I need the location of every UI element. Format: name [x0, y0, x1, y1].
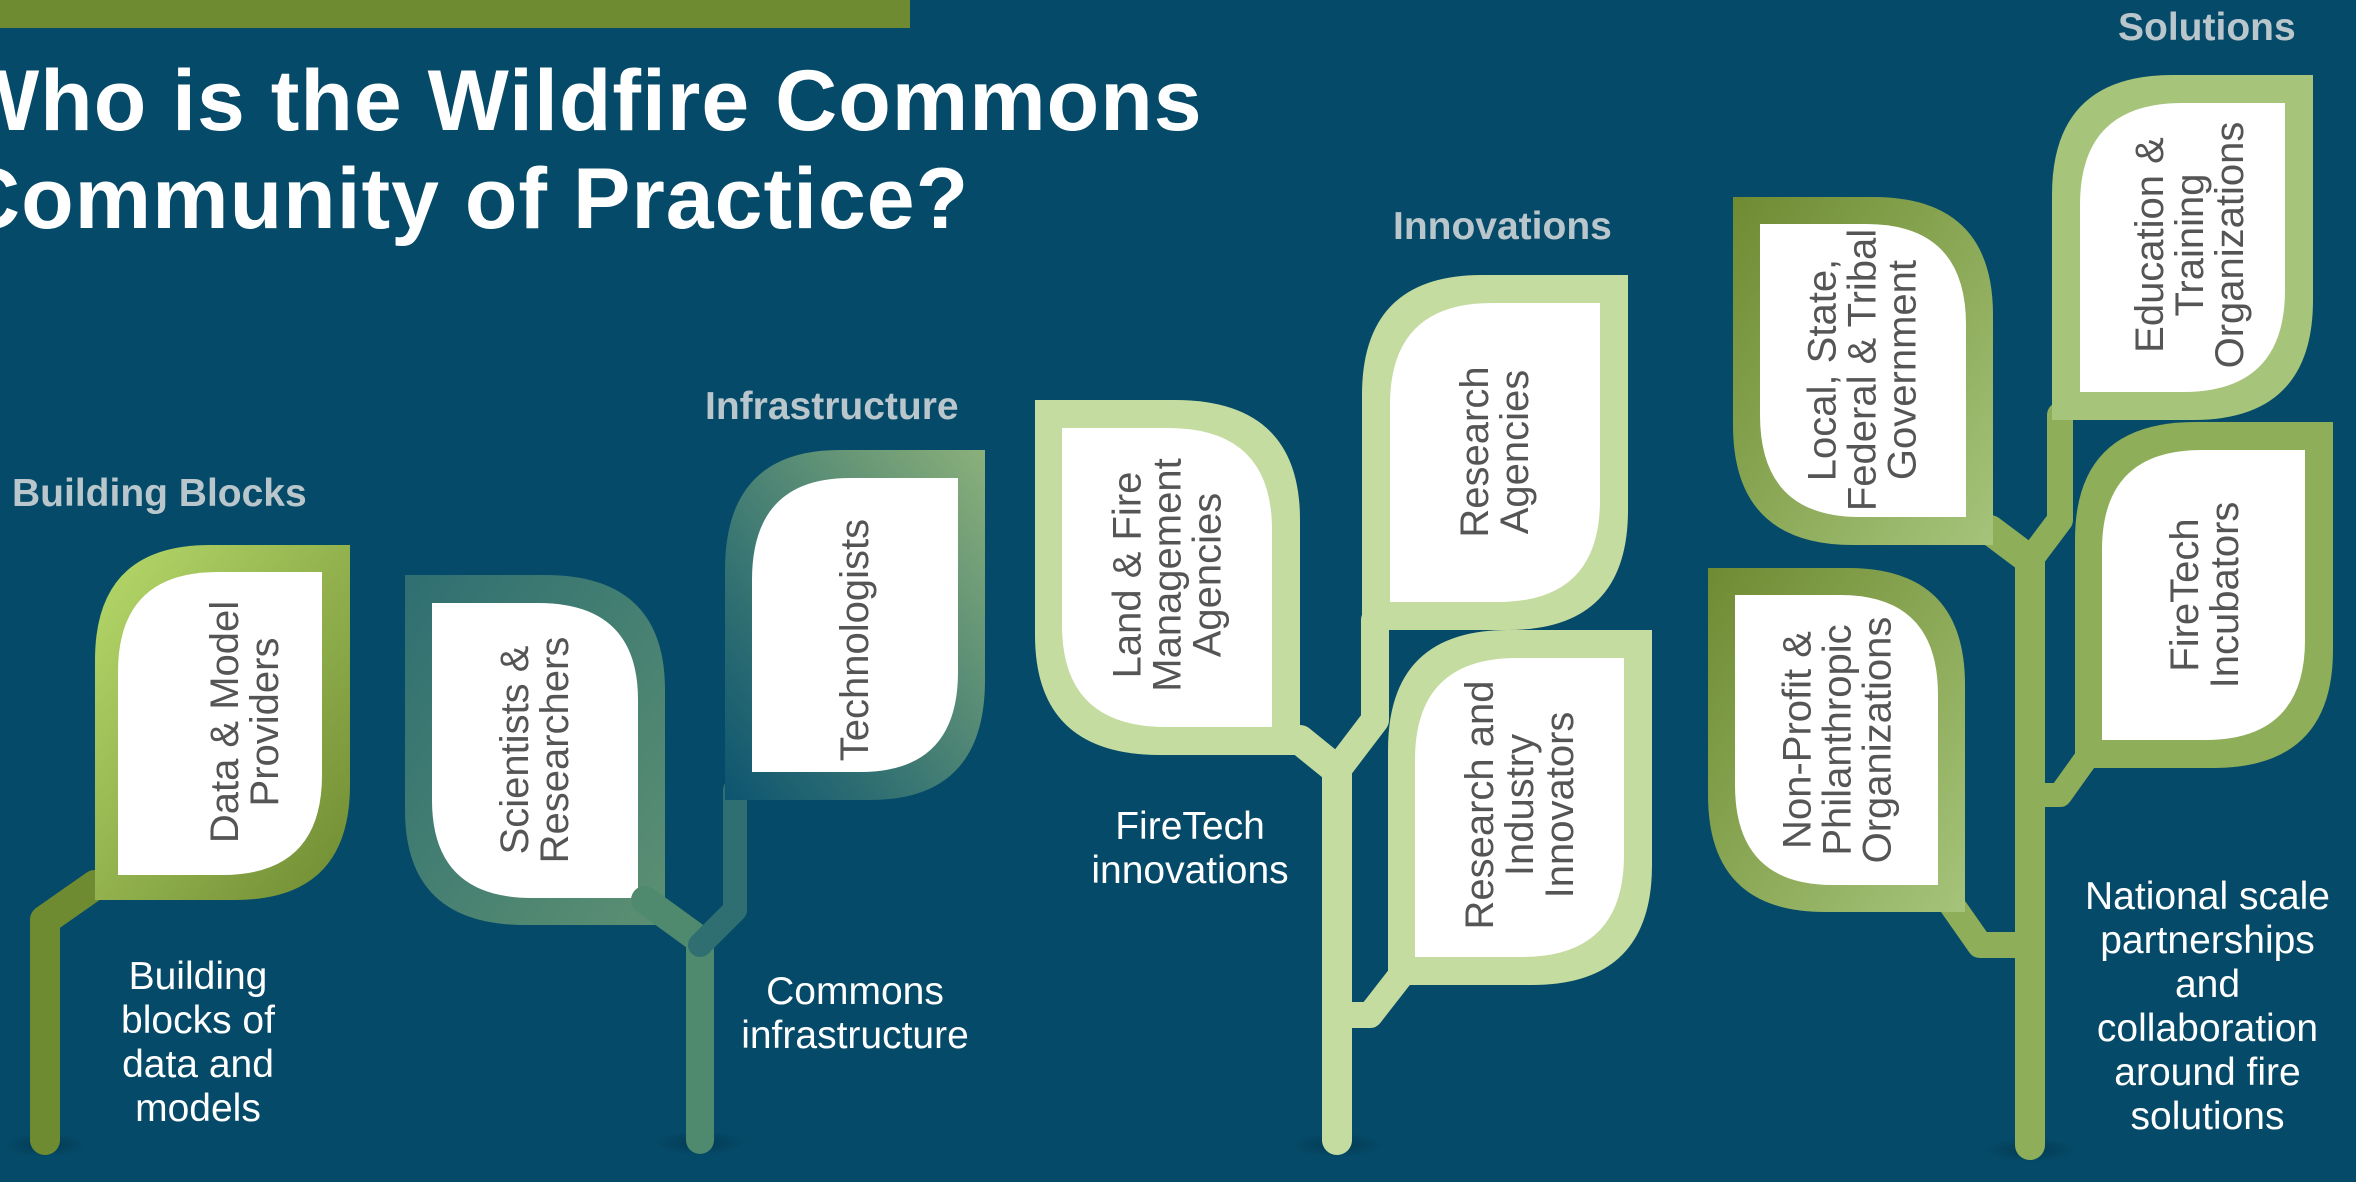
leaf-label-government: Local, State, Federal & Tribal Governmen… [1800, 228, 1925, 512]
building-blocks-plant [30, 545, 350, 1155]
caption-innovations: FireTech innovations [1091, 805, 1289, 892]
stage-title-innovations: Innovations [1393, 205, 1612, 248]
caption-infrastructure: Commons infrastructure [741, 970, 969, 1057]
plant-stem [631, 886, 714, 1154]
header-accent-bar [0, 0, 910, 28]
plant-stem [1323, 606, 1389, 784]
infrastructure-plant [631, 450, 985, 1154]
leaf-label-data-model-providers: Data & Model Providers [203, 600, 287, 844]
leaf-label-research-industry-innovators: Research and Industry Innovators [1458, 680, 1582, 930]
stage-title-building-blocks: Building Blocks [12, 472, 307, 515]
leaf-label-land-fire-agencies: Land & Fire Management Agencies [1105, 458, 1230, 692]
leaf-label-firetech-incubators: FireTech Incubators [2163, 501, 2247, 689]
scientists-plant [405, 575, 665, 925]
caption-solutions: National scale partnerships and collabor… [2085, 875, 2330, 1138]
leaf-label-education: Education & Training Organizations [2128, 121, 2252, 369]
plant-stem [688, 773, 772, 957]
caption-building-blocks: Building blocks of data and models [121, 955, 275, 1130]
plant-stem [1240, 725, 1352, 1155]
leaf-label-technologists: Technologists [833, 518, 877, 762]
stage-title-infrastructure: Infrastructure [705, 385, 959, 428]
plant-stem [1975, 515, 2045, 1160]
stage-title-solutions: Solutions [2118, 6, 2296, 49]
plant-stem [2017, 402, 2073, 573]
leaf-label-scientists-researchers: Scientists & Researchers [493, 636, 577, 864]
solutions-plant [1708, 75, 2333, 1160]
leaf-label-research-agencies: Research Agencies [1453, 366, 1537, 538]
plant-stem [2018, 748, 2097, 807]
leaf-label-nonprofit: Non-Profit & Philanthropic Organizations [1775, 616, 1900, 864]
page-title: Who is the Wildfire Commons Community of… [0, 53, 1203, 247]
innovations-plant [1035, 275, 1652, 1155]
